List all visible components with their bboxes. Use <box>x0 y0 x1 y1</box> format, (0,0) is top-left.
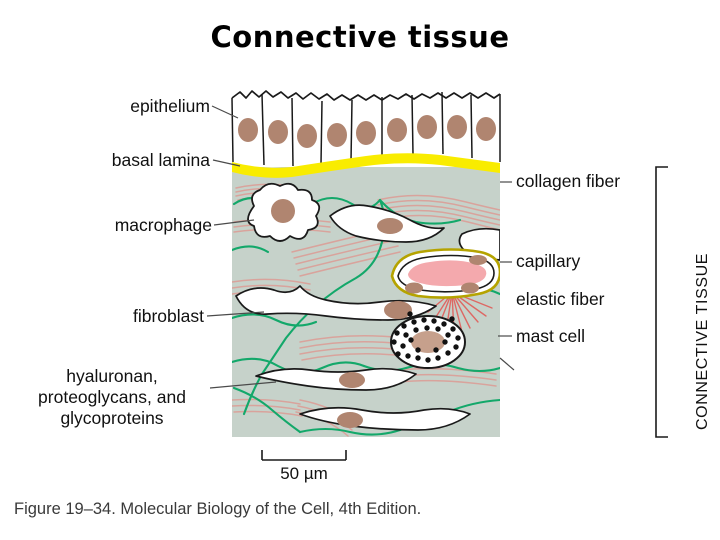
mast-cell-granules <box>391 311 461 363</box>
connective-tissue-matrix <box>232 182 500 437</box>
label-scale-bar: 50 µm <box>280 464 328 483</box>
macrophage-nucleus <box>271 199 295 223</box>
capillary-nucleus-left <box>405 282 423 294</box>
leader-epithelium <box>211 105 239 119</box>
label-epithelium: epithelium <box>130 96 210 116</box>
label-basal-lamina: basal lamina <box>111 150 210 170</box>
label-mast-cell: mast cell <box>516 326 586 346</box>
label-fibroblast: fibroblast <box>132 306 204 326</box>
slide-title: Connective tissue <box>210 20 510 54</box>
basal-lamina <box>232 153 500 178</box>
label-connective-tissue-bracket: CONNECTIVE TISSUE <box>694 252 711 430</box>
fibroblast-lower <box>255 367 417 391</box>
connective-tissue-bracket <box>655 166 668 438</box>
connective-tissue-drawing <box>206 90 668 461</box>
epithelium-cell-borders <box>231 91 501 167</box>
leader-fibroblast <box>206 311 265 317</box>
epithelium-apical-border <box>231 90 501 101</box>
capillary-nucleus-top <box>469 255 487 265</box>
collagen-bundle-top-right <box>377 194 500 231</box>
label-elastic-fiber: elastic fiber <box>516 289 605 309</box>
figure-caption: Figure 19–34. Molecular Biology of the C… <box>14 500 422 518</box>
leader-lines-right <box>498 181 515 371</box>
leader-ground-substance <box>209 381 277 389</box>
fibroblast-cells <box>235 204 500 431</box>
macrophage-cell <box>247 182 321 242</box>
label-capillary: capillary <box>516 251 581 271</box>
label-collagen-fiber: collagen fiber <box>516 171 621 191</box>
label-ground-substance: hyaluronan, proteoglycans, and glycoprot… <box>38 366 186 428</box>
leader-elastic-fiber <box>499 357 515 371</box>
leader-lines-left <box>206 105 277 389</box>
capillary-lumen <box>408 260 487 287</box>
label-macrophage: macrophage <box>114 215 212 235</box>
figure-illustration: epithelium basal lamina macrophage fibro… <box>0 70 720 490</box>
capillary-nucleus-right <box>461 282 479 294</box>
leader-basal-lamina <box>212 159 241 167</box>
scale-bar <box>261 450 347 461</box>
capillary <box>390 248 500 299</box>
epithelium-layer <box>231 90 501 168</box>
epithelium-nuclei <box>238 115 496 148</box>
leader-macrophage <box>213 219 255 226</box>
mast-cell <box>390 311 466 369</box>
